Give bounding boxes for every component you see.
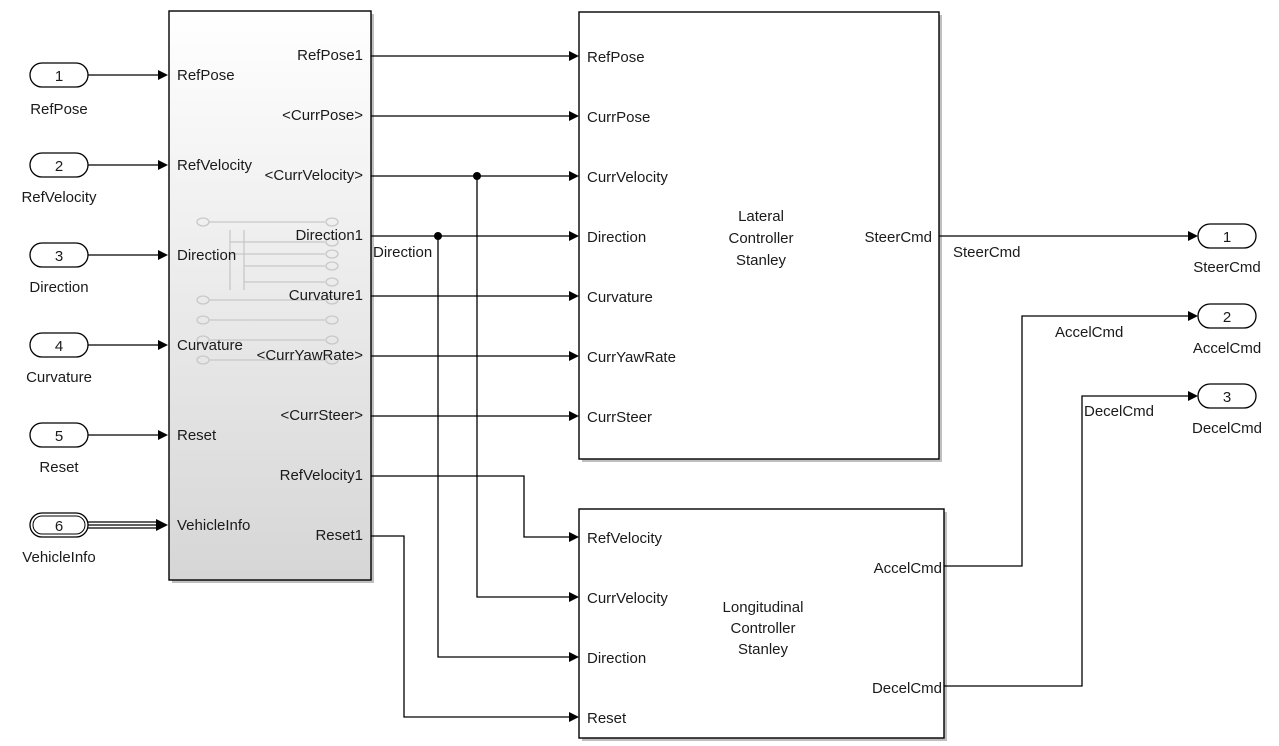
longitudinal-title-line-1: Longitudinal	[723, 599, 804, 616]
bus-out-currvelocity: <CurrVelocity>	[265, 167, 364, 184]
port-number: 1	[55, 68, 63, 85]
inport-1[interactable]: 1 RefPose	[29, 62, 89, 118]
inport-4-label: Curvature	[26, 369, 92, 386]
longitudinal-title-line-2: Controller	[730, 620, 795, 637]
bus-in-refvelocity: RefVelocity	[177, 157, 253, 174]
inport-1-label: RefPose	[30, 101, 88, 118]
inport-5-label: Reset	[39, 459, 79, 476]
lateral-title-line-2: Controller	[728, 230, 793, 247]
inport-3-label: Direction	[29, 279, 88, 296]
longitudinal-in-reset: Reset	[587, 710, 627, 727]
lateral-out-steercmd: SteerCmd	[864, 229, 932, 246]
longitudinal-in-currvelocity: CurrVelocity	[587, 590, 668, 607]
bus-to-longitudinal-wires	[371, 172, 579, 722]
longitudinal-in-direction: Direction	[587, 650, 646, 667]
longitudinal-out-accelcmd: AccelCmd	[874, 560, 942, 577]
lateral-in-direction: Direction	[587, 229, 646, 246]
outport-2[interactable]: 2 AccelCmd	[1193, 303, 1261, 357]
inport-wires	[88, 70, 168, 531]
currvelocity-junction	[473, 172, 481, 180]
bus-in-refpose: RefPose	[177, 67, 235, 84]
port-number: 5	[55, 428, 63, 445]
inport-4[interactable]: 4 Curvature	[26, 332, 92, 386]
lateral-in-refpose: RefPose	[587, 49, 645, 66]
port-number: 1	[1223, 229, 1231, 246]
lateral-in-currpose: CurrPose	[587, 109, 650, 126]
lateral-in-curvature: Curvature	[587, 289, 653, 306]
output-wires	[939, 231, 1198, 687]
lateral-title-line-3: Stanley	[736, 252, 787, 269]
direction-junction	[434, 232, 442, 240]
lateral-in-currsteer: CurrSteer	[587, 409, 652, 426]
accelcmd-signal-label: AccelCmd	[1055, 324, 1123, 341]
outport-3-label: DecelCmd	[1192, 420, 1262, 437]
bus-out-currpose: <CurrPose>	[282, 107, 363, 124]
bus-to-lateral-wires	[371, 51, 579, 421]
inport-2-label: RefVelocity	[21, 189, 97, 206]
bus-out-reset1: Reset1	[315, 527, 363, 544]
longitudinal-in-refvelocity: RefVelocity	[587, 530, 663, 547]
bus-icon	[196, 217, 339, 365]
steercmd-signal-label: SteerCmd	[953, 244, 1021, 261]
outport-2-label: AccelCmd	[1193, 340, 1261, 357]
port-number: 4	[55, 338, 63, 355]
port-number: 3	[55, 248, 63, 265]
inport-3[interactable]: 3 Direction	[29, 242, 89, 296]
port-number: 2	[1223, 309, 1231, 326]
inport-6[interactable]: 6 VehicleInfo	[22, 512, 96, 566]
port-number: 3	[1223, 389, 1231, 406]
bus-out-curvature1: Curvature1	[289, 287, 363, 304]
bus-out-curryawrate: <CurrYawRate>	[257, 347, 364, 364]
decelcmd-signal-label: DecelCmd	[1084, 403, 1154, 420]
bus-out-direction1: Direction1	[295, 227, 363, 244]
lateral-title-line-1: Lateral	[738, 208, 784, 225]
bus-in-curvature: Curvature	[177, 337, 243, 354]
longitudinal-out-decelcmd: DecelCmd	[872, 680, 942, 697]
bus-in-vehicleinfo: VehicleInfo	[177, 517, 250, 534]
inport-6-label: VehicleInfo	[22, 549, 95, 566]
bus-in-reset: Reset	[177, 427, 217, 444]
inport-2[interactable]: 2 RefVelocity	[21, 152, 97, 206]
longitudinal-controller-block[interactable]: Longitudinal Controller Stanley RefVeloc…	[578, 508, 947, 741]
bus-out-refvelocity1: RefVelocity1	[280, 467, 363, 484]
port-number: 2	[55, 158, 63, 175]
lateral-controller-block[interactable]: Lateral Controller Stanley RefPose CurrP…	[578, 11, 942, 462]
bus-out-currsteer: <CurrSteer>	[280, 407, 363, 424]
outport-3[interactable]: 3 DecelCmd	[1192, 383, 1262, 437]
outport-1[interactable]: 1 SteerCmd	[1193, 223, 1261, 276]
port-number: 6	[55, 518, 63, 535]
bus-in-direction: Direction	[177, 247, 236, 264]
outport-1-label: SteerCmd	[1193, 259, 1261, 276]
bus-out-refpose1: RefPose1	[297, 47, 363, 64]
bus-selector-block[interactable]: RefPose RefVelocity Direction Curvature …	[168, 10, 374, 583]
inport-5[interactable]: 5 Reset	[29, 422, 89, 476]
lateral-in-curryawrate: CurrYawRate	[587, 349, 676, 366]
longitudinal-title-line-3: Stanley	[738, 641, 789, 658]
lateral-in-currvelocity: CurrVelocity	[587, 169, 668, 186]
direction-signal-label: Direction	[373, 244, 432, 261]
